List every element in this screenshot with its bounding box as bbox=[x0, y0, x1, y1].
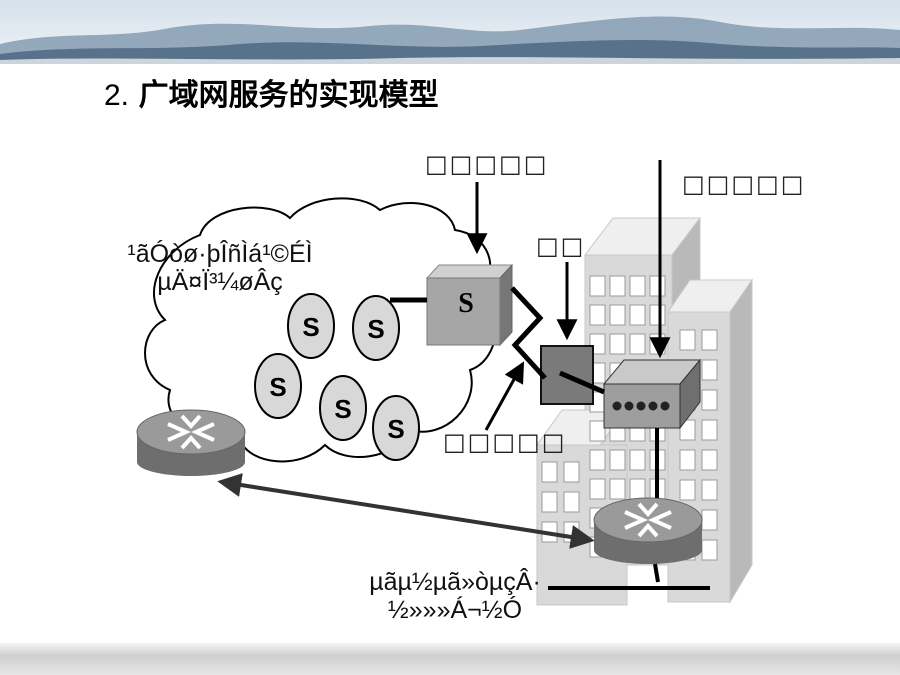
provider-switch-cube: S bbox=[425, 263, 514, 347]
building-window bbox=[701, 539, 718, 561]
page-title: 2. 广域网服务的实现模型 bbox=[104, 70, 439, 114]
building-window bbox=[629, 478, 646, 500]
bottom-label-line2: ½»»»Á¬½Ó bbox=[387, 596, 523, 624]
building-window bbox=[563, 491, 580, 513]
building-window bbox=[701, 389, 718, 411]
building-window bbox=[701, 479, 718, 501]
building-window bbox=[541, 491, 558, 513]
switch-node: S bbox=[352, 295, 400, 361]
lower-label: □□□□□ bbox=[443, 428, 567, 456]
router-arrows-icon bbox=[624, 502, 672, 538]
building-window bbox=[679, 419, 696, 441]
building-window bbox=[629, 333, 646, 355]
building-window bbox=[589, 275, 606, 297]
building-window bbox=[609, 333, 626, 355]
building-window bbox=[563, 461, 580, 483]
building-window bbox=[649, 333, 666, 355]
switch-node: S bbox=[319, 375, 367, 441]
building-window bbox=[701, 509, 718, 531]
switch-ellipse bbox=[287, 293, 335, 359]
building-window bbox=[649, 304, 666, 326]
bottom-label: µãµ½µã»òµçÂ· ½»»»Á¬½Ó bbox=[340, 568, 570, 624]
building-window bbox=[629, 449, 646, 471]
switch-ellipse bbox=[254, 353, 302, 419]
building-window bbox=[589, 449, 606, 471]
link-router-lan bbox=[653, 563, 660, 583]
building-window bbox=[649, 275, 666, 297]
hub-box bbox=[602, 358, 702, 430]
building-window bbox=[589, 478, 606, 500]
building-window bbox=[609, 275, 626, 297]
link-csu-hub bbox=[559, 370, 605, 395]
header-banner bbox=[0, 0, 900, 64]
switch-ellipse bbox=[319, 375, 367, 441]
building-window bbox=[629, 304, 646, 326]
mid-label: □□ bbox=[536, 232, 586, 260]
building-window bbox=[609, 478, 626, 500]
footer-bar bbox=[0, 643, 900, 675]
building-window bbox=[609, 304, 626, 326]
switch-letter: S bbox=[387, 414, 404, 444]
building-window bbox=[679, 329, 696, 351]
switch-ellipse bbox=[352, 295, 400, 361]
building-window bbox=[589, 420, 606, 442]
switch-node: S bbox=[372, 395, 420, 461]
arrow-to-lightning bbox=[484, 361, 525, 431]
switch-ellipse bbox=[372, 395, 420, 461]
cloud-label-line2: µÄ¤Ï³¼øÂç bbox=[157, 268, 283, 296]
switch-letter: S bbox=[367, 314, 384, 344]
top-right-label: □□□□□ bbox=[682, 170, 806, 198]
building-window bbox=[589, 304, 606, 326]
switch-node: S bbox=[287, 293, 335, 359]
top-center-label: □□□□□ bbox=[425, 150, 549, 178]
router-arrows-icon bbox=[167, 414, 215, 450]
building-window bbox=[701, 359, 718, 381]
building-window bbox=[541, 461, 558, 483]
double-arrow-routers bbox=[217, 473, 595, 549]
cloud-label-line1: ¹ãÓòø·þÎñÌá¹©ÉÌ bbox=[127, 240, 313, 268]
cloud-label: ¹ãÓòø·þÎñÌá¹©ÉÌ µÄ¤Ï³¼øÂç bbox=[100, 240, 340, 296]
building-window bbox=[629, 275, 646, 297]
building-window bbox=[609, 449, 626, 471]
switch-letter: S bbox=[269, 372, 286, 402]
title-number: 2. bbox=[104, 79, 130, 112]
building-window bbox=[701, 329, 718, 351]
bottom-label-line1: µãµ½µã»òµçÂ· bbox=[369, 568, 541, 596]
router-left bbox=[136, 409, 246, 476]
switch-node: S bbox=[254, 353, 302, 419]
cube-letter: S bbox=[458, 288, 474, 319]
switch-letter: S bbox=[302, 312, 319, 342]
lightning-link bbox=[510, 286, 547, 380]
building-window bbox=[679, 479, 696, 501]
building-window bbox=[701, 419, 718, 441]
building-window bbox=[679, 449, 696, 471]
title-text: 广域网服务的实现模型 bbox=[138, 78, 439, 113]
building-window bbox=[701, 449, 718, 471]
router-right bbox=[593, 497, 703, 564]
switch-letter: S bbox=[334, 394, 351, 424]
